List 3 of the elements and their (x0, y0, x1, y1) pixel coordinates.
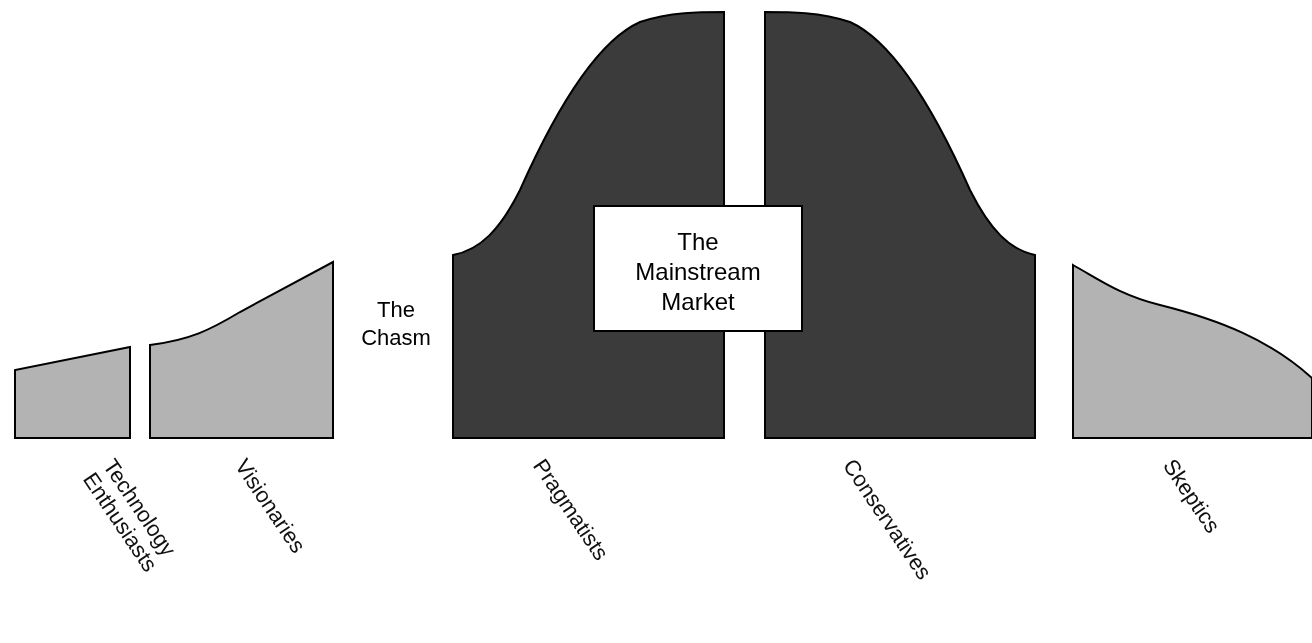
label-box (593, 205, 803, 332)
gap-label: The Chasm (360, 296, 432, 352)
box-title: The Mainstream Market (634, 227, 762, 317)
